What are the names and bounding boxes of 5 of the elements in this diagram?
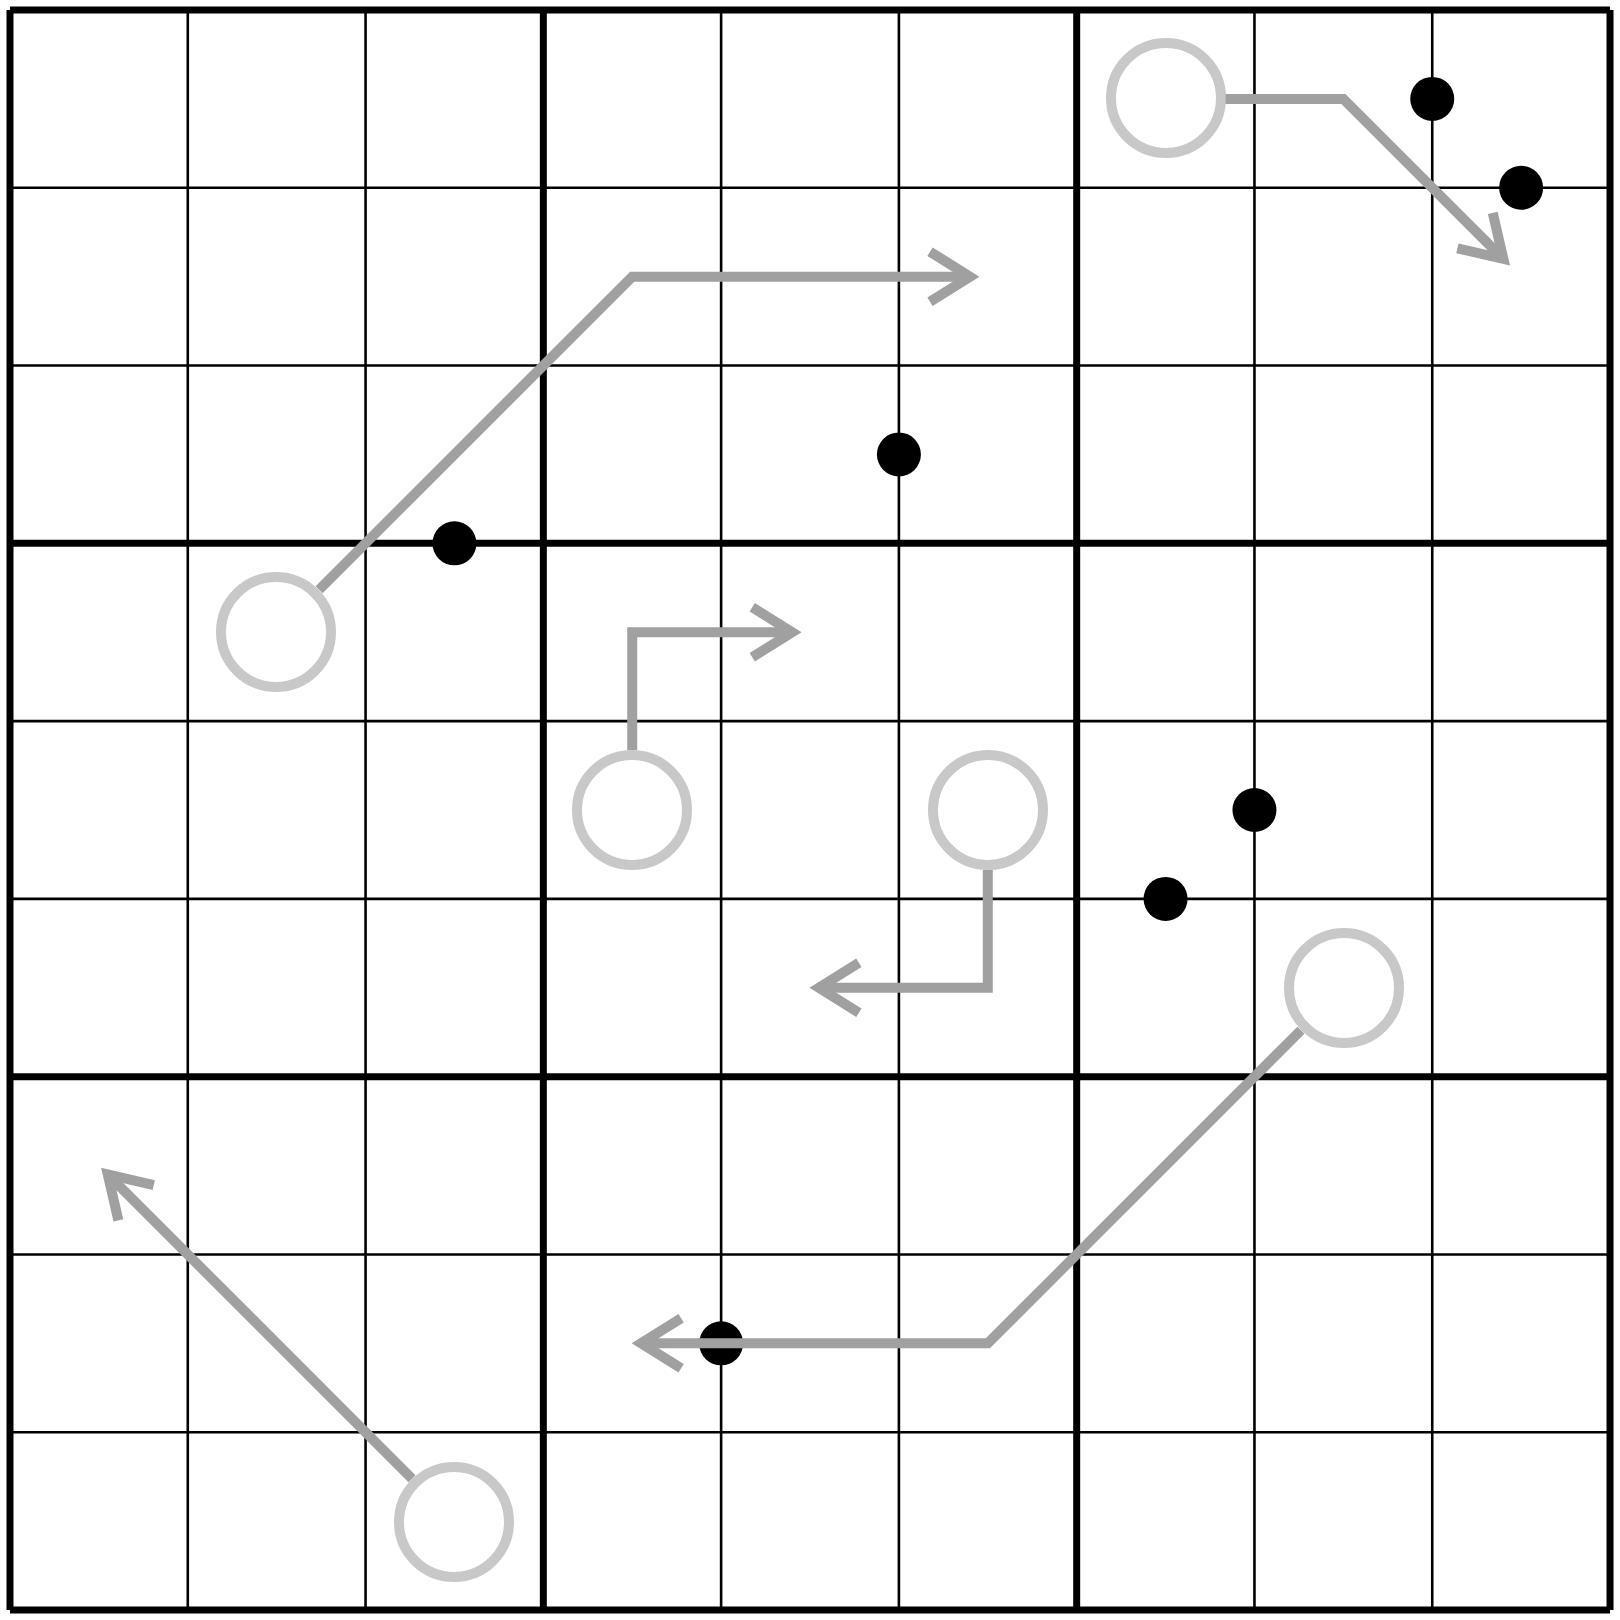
arrow [315,246,975,594]
arrow [636,1026,1305,1374]
arrow [813,870,993,1018]
arrow [627,602,798,750]
arrow [1225,93,1509,264]
